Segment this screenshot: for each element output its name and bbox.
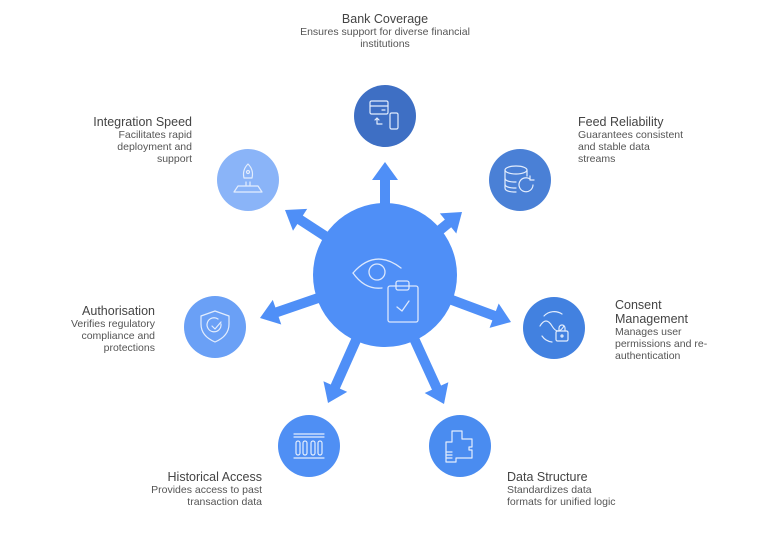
node-circle <box>489 149 551 211</box>
node-title: Integration Speed <box>93 115 192 129</box>
node-description: Verifies regulatory compliance and prote… <box>70 318 155 354</box>
node-description: Manages user permissions and re-authenti… <box>615 326 708 362</box>
node-title: Authorisation <box>82 304 155 318</box>
node-description: Guarantees consistent and stable data st… <box>578 129 684 165</box>
node-consent-management <box>523 297 585 359</box>
node-title: Data Structure <box>507 470 588 484</box>
node-description: Provides access to past transaction data <box>151 484 262 508</box>
node-integration-speed <box>217 149 279 211</box>
rocket-launch-icon <box>233 163 263 193</box>
arrow-head-feed-reliability <box>439 212 462 234</box>
lock-cycle-icon <box>539 311 569 343</box>
arrow-head-historical-access <box>323 381 348 403</box>
card-phone-transfer-icon <box>369 100 399 130</box>
node-description: Standardizes data formats for unified lo… <box>507 484 616 508</box>
node-title: Historical Access <box>167 470 262 484</box>
archive-columns-icon <box>293 433 325 459</box>
shield-check-icon <box>200 310 230 343</box>
node-circle <box>217 149 279 211</box>
node-circle <box>429 415 491 477</box>
node-historical-access <box>278 415 340 477</box>
node-data-structure <box>429 415 491 477</box>
node-circle <box>354 85 416 147</box>
arrow-head-data-structure <box>424 382 449 404</box>
database-refresh-icon <box>504 165 535 193</box>
node-bank-coverage <box>354 85 416 147</box>
puzzle-blocks-icon <box>445 430 473 463</box>
arrow-head-authorisation <box>260 299 282 325</box>
arrow-head-integration-speed <box>285 208 308 231</box>
node-description: Facilitates rapid deployment and support <box>117 129 192 165</box>
node-title: Consent Management <box>615 298 688 326</box>
node-authorisation <box>184 296 246 358</box>
arrow-head-bank-coverage <box>372 162 398 180</box>
node-feed-reliability <box>489 149 551 211</box>
node-description: Ensures support for diverse financial in… <box>300 26 470 50</box>
node-circle <box>278 415 340 477</box>
arrow-head-consent-management <box>489 303 511 328</box>
eye-clipboard-check-icon <box>352 258 419 323</box>
node-title: Bank Coverage <box>341 12 429 26</box>
node-title: Feed Reliability <box>578 115 664 129</box>
node-circle <box>184 296 246 358</box>
